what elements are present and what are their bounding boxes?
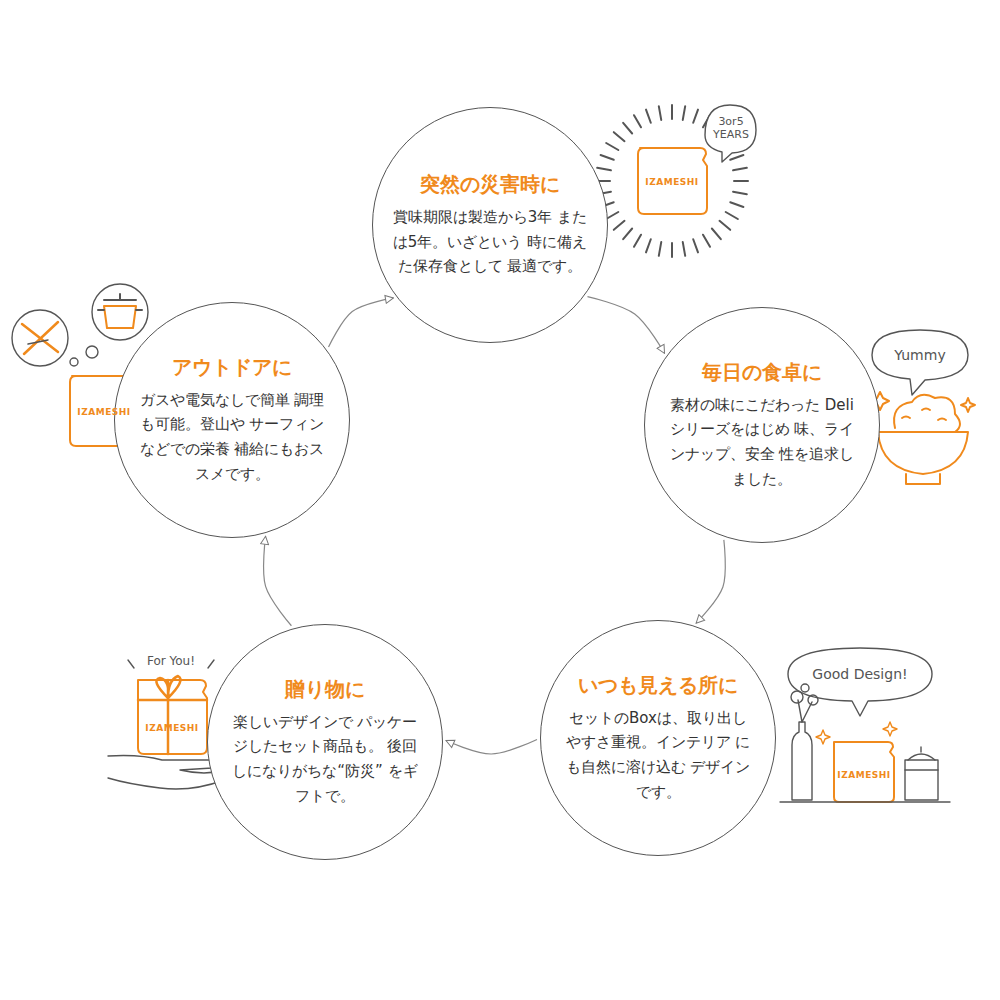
speech-bubble xyxy=(872,330,968,395)
pouch xyxy=(834,742,894,802)
topic-circle: アウトドアにガスや電気なしで簡単 調理も可能。登山や サーフィンなどでの栄養 補… xyxy=(114,302,350,538)
circle-heading: いつも見える所に xyxy=(578,672,738,698)
circle-body: 楽しいデザインで パッケージしたセット商品も。 後回しになりがちな“防災” をギ… xyxy=(227,710,423,809)
topic-circle: いつも見える所にセットのBoxは、取り出し やすさ重視。インテリア にも自然に溶… xyxy=(540,620,776,856)
circle-body: 素材の味にこだわった Deliシリーズをはじめ 味、ラインナップ、安全 性を追求… xyxy=(664,393,860,492)
pouch xyxy=(638,148,707,214)
topic-circle: 突然の災害時に賞味期限は製造から3年 または5年。いざという 時に備えた保存食と… xyxy=(372,107,608,343)
topic-circle: 毎日の食卓に素材の味にこだわった Deliシリーズをはじめ 味、ラインナップ、安… xyxy=(644,307,880,543)
jar xyxy=(905,747,938,800)
circle-body: ガスや電気なしで簡単 調理も可能。登山や サーフィンなどでの栄養 補給にもおスス… xyxy=(134,388,330,487)
bubble-text: 3or5 YEARS xyxy=(709,116,753,141)
cycle-arrow xyxy=(587,297,664,354)
brand-label: IZAMESHI xyxy=(145,723,198,733)
no-gas-icon xyxy=(22,322,58,354)
circle-heading: 毎日の食卓に xyxy=(702,359,822,385)
sparkle xyxy=(816,722,897,744)
brand-label: IZAMESHI xyxy=(837,770,890,780)
circle-body: セットのBoxは、取り出し やすさ重視。インテリア にも自然に溶け込む デザイン… xyxy=(560,706,756,805)
speech-bubble xyxy=(705,105,756,162)
bubble-text: For You! xyxy=(147,655,195,669)
ribbon xyxy=(138,676,207,754)
brand-label: IZAMESHI xyxy=(77,407,130,417)
cycle-arrow xyxy=(264,536,292,626)
pot-icon xyxy=(98,294,142,328)
cycle-arrow xyxy=(696,540,725,623)
shelf-line xyxy=(780,801,950,802)
circle-heading: 贈り物に xyxy=(285,676,365,702)
bubble-text: Good Design! xyxy=(812,666,907,682)
circle-heading: アウトドアに xyxy=(172,354,292,380)
circle-body: 賞味期限は製造から3年 または5年。いざという 時に備えた保存食として 最適です… xyxy=(392,205,588,279)
bubble-text: Yummy xyxy=(894,347,945,363)
cycle-arrow xyxy=(329,298,394,347)
gift-pouch xyxy=(138,680,207,754)
topic-circle: 贈り物に楽しいデザインで パッケージしたセット商品も。 後回しになりがちな“防災… xyxy=(207,624,443,860)
vase-with-flowers xyxy=(791,684,818,800)
cycle-arrow xyxy=(446,739,537,754)
rice-bowl xyxy=(871,392,975,484)
brand-label: IZAMESHI xyxy=(645,177,698,187)
circle-heading: 突然の災害時に xyxy=(420,171,560,197)
